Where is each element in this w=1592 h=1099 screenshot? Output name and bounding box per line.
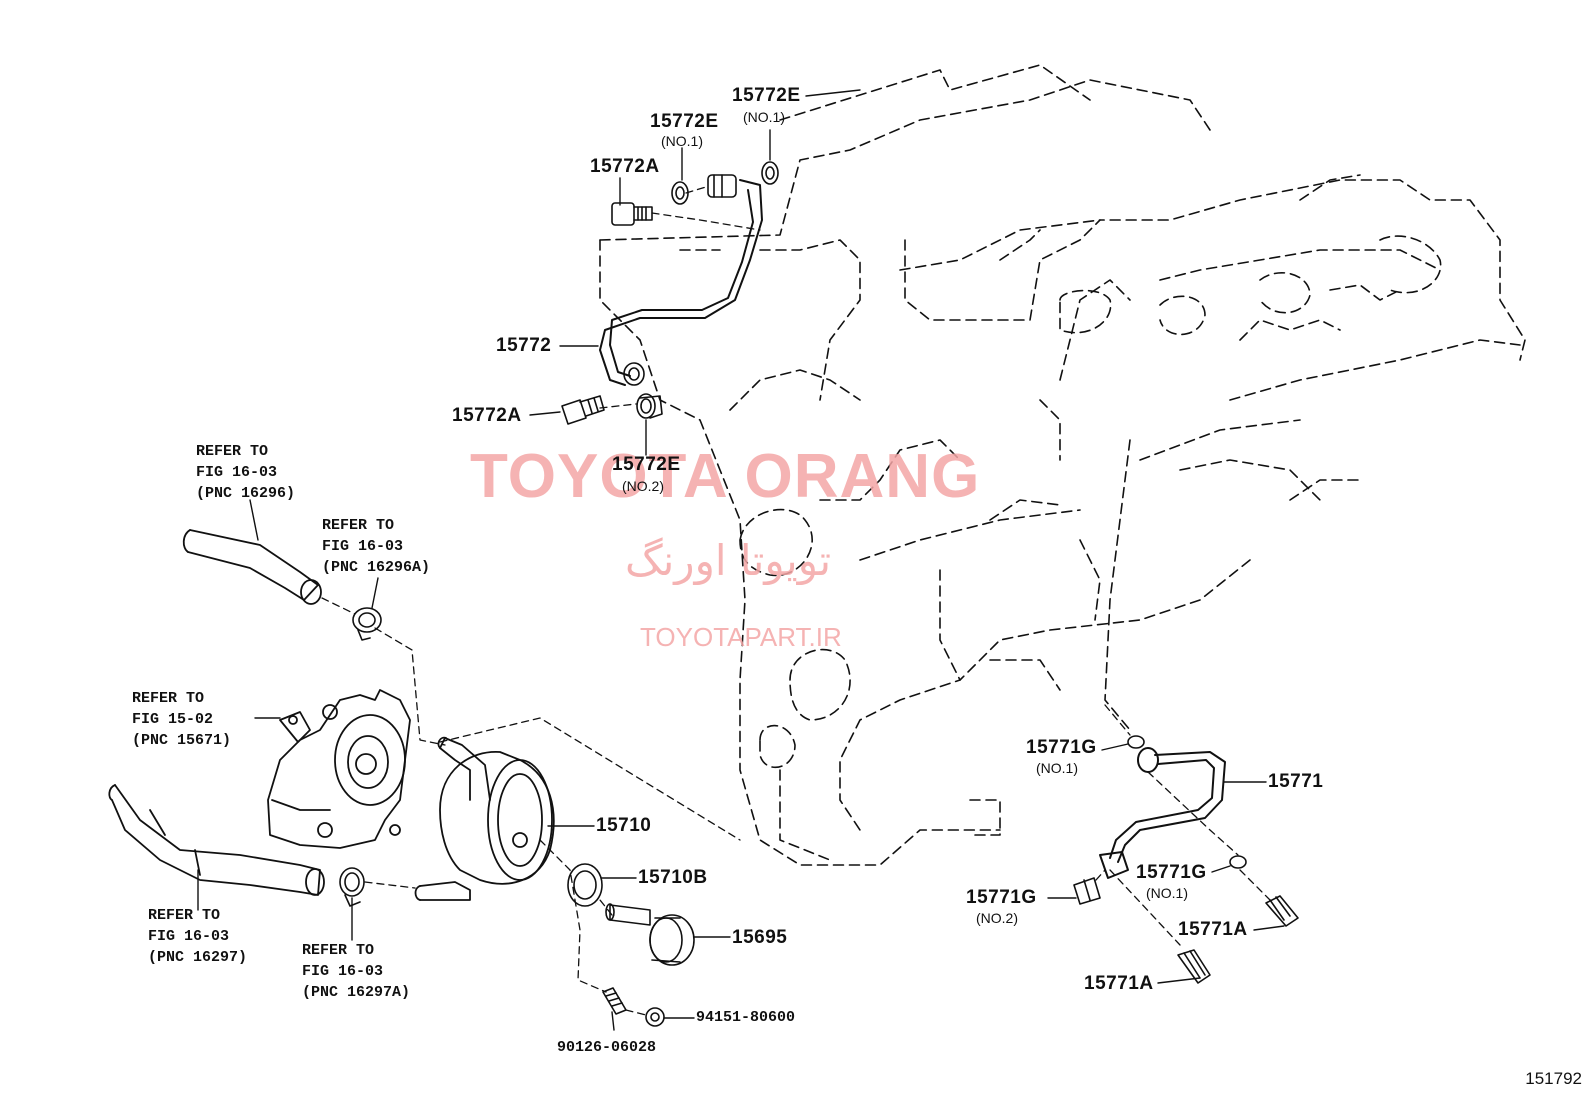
o-ring-15710B xyxy=(567,863,603,907)
refer-note-16296: REFER TO FIG 16-03 (PNC 16296) xyxy=(196,443,296,502)
oil-pipe-15772 xyxy=(599,174,763,386)
oil-cooler-15710 xyxy=(414,736,555,901)
watermark-brand-persian: تویوتا اورنگ xyxy=(625,536,832,585)
watermark-site: TOYOTAPART.IR xyxy=(640,622,842,652)
clamp-16297A xyxy=(339,867,365,907)
label-15772: 15772 xyxy=(496,335,552,356)
label-15695: 15695 xyxy=(732,927,788,948)
label-15771A-b: 15771A xyxy=(1084,973,1154,994)
figure-number: 151792 xyxy=(1525,1069,1582,1088)
label-15772E-mid-sub: (NO.1) xyxy=(661,133,703,149)
oil-pipe-15771 xyxy=(1099,747,1226,879)
refer-note-16297: REFER TO FIG 16-03 (PNC 16297) xyxy=(148,907,248,966)
assembly-dash-lines xyxy=(321,186,1271,1016)
engine-outline xyxy=(599,64,1526,866)
label-15771G-b: 15771G xyxy=(1136,862,1207,883)
nut-94151-80600 xyxy=(645,1007,665,1027)
watermark-brand: TOYOTA ORANG xyxy=(470,442,981,511)
union-bolt-15772A-low xyxy=(561,395,605,425)
label-94151-80600: 94151-80600 xyxy=(696,1009,796,1026)
label-15710B: 15710B xyxy=(638,867,708,888)
label-15772A-low: 15772A xyxy=(452,405,522,426)
label-15771G-c: 15771G xyxy=(966,887,1037,908)
label-15771G-a-sub: (NO.1) xyxy=(1036,760,1078,776)
label-15771G-c-sub: (NO.2) xyxy=(976,910,1018,926)
union-bolt-15695 xyxy=(605,903,695,966)
hose-lower-16297 xyxy=(108,784,325,896)
label-15771A-a: 15771A xyxy=(1178,919,1248,940)
union-bolt-15771A-a xyxy=(1265,895,1299,927)
label-15771G-a: 15771G xyxy=(1026,737,1097,758)
leader-lines xyxy=(197,89,1285,1031)
gasket-15771G-a xyxy=(1127,735,1145,749)
label-15772E-low-sub: (NO.2) xyxy=(622,478,664,494)
hose-upper-16296 xyxy=(182,529,322,605)
refer-note-16297A: REFER TO FIG 16-03 (PNC 16297A) xyxy=(302,942,411,1001)
refer-note-15671: REFER TO FIG 15-02 (PNC 15671) xyxy=(132,690,232,749)
label-15772E-top-sub: (NO.1) xyxy=(743,109,785,125)
water-inlet-housing xyxy=(267,689,411,849)
label-15772E-top: 15772E xyxy=(732,85,801,106)
label-15771: 15771 xyxy=(1268,771,1324,792)
label-15772E-low: 15772E xyxy=(612,454,681,475)
union-bolt-15772A-top xyxy=(611,202,653,226)
label-15771G-b-sub: (NO.1) xyxy=(1146,885,1188,901)
gasket-15771G-c xyxy=(1073,877,1101,905)
union-bolt-15771A-b xyxy=(1177,949,1211,984)
refer-note-16296A: REFER TO FIG 16-03 (PNC 16296A) xyxy=(322,517,431,576)
label-15710: 15710 xyxy=(596,815,652,836)
gasket-15772E-right xyxy=(761,161,779,185)
label-15772A-top: 15772A xyxy=(590,156,660,177)
clamp-16296A xyxy=(352,607,382,641)
label-90126-06028: 90126-06028 xyxy=(557,1039,657,1056)
label-15772E-mid: 15772E xyxy=(650,111,719,132)
gasket-15771G-b xyxy=(1229,855,1247,869)
gasket-15772E-no2 xyxy=(636,393,663,419)
